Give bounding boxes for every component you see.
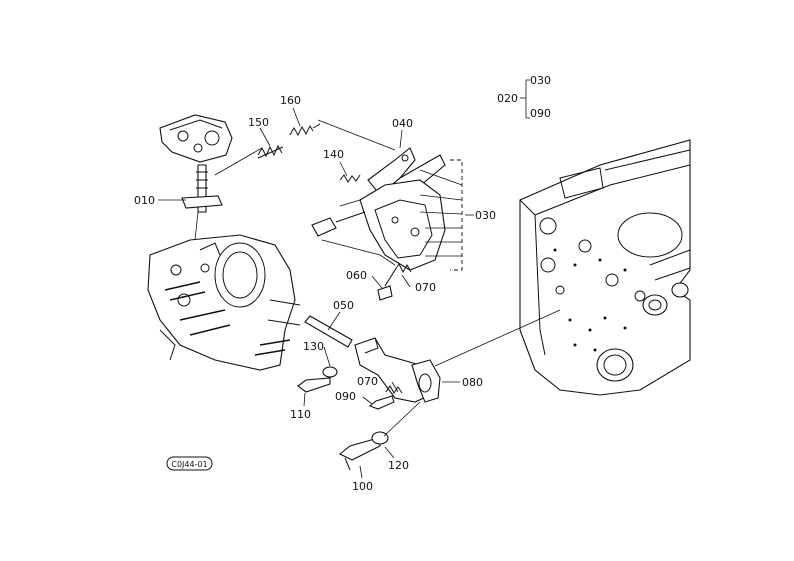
callout-090-top: 090 xyxy=(530,107,551,120)
callout-030-top: 030 xyxy=(530,74,551,87)
engine-block xyxy=(519,139,691,396)
callout-100: 100 xyxy=(352,480,373,493)
part-080-bracket xyxy=(354,337,441,403)
part-100-bolt xyxy=(338,437,381,471)
callout-labels: 020 030 090 160 150 040 140 010 030 060 … xyxy=(134,74,551,493)
callout-140: 140 xyxy=(323,148,344,161)
drawing-number-stamp: C0J44-01 xyxy=(166,456,213,471)
callout-080: 080 xyxy=(462,376,483,389)
stamp-text: C0J44-01 xyxy=(171,460,207,469)
callout-010: 010 xyxy=(134,194,155,207)
part-130-washer xyxy=(322,366,338,378)
callout-020: 020 xyxy=(497,92,518,105)
callout-060: 060 xyxy=(346,269,367,282)
gear-case-housing xyxy=(147,234,301,371)
callout-070-lower: 070 xyxy=(357,375,378,388)
leader-lines xyxy=(158,79,561,479)
callout-030: 030 xyxy=(475,209,496,222)
part-120-washer xyxy=(371,431,389,445)
callout-120: 120 xyxy=(388,459,409,472)
part-070-spring-lower xyxy=(385,385,403,394)
part-110-bolt xyxy=(297,377,331,393)
part-060-bolt xyxy=(377,269,396,301)
part-030-plate xyxy=(311,179,446,271)
part-010-governor-housing xyxy=(159,114,233,213)
callout-150: 150 xyxy=(248,116,269,129)
bracket-030 xyxy=(450,159,463,271)
callout-160: 160 xyxy=(280,94,301,107)
part-070-spring-upper xyxy=(394,263,412,274)
part-160-spring xyxy=(289,123,321,137)
callout-090: 090 xyxy=(335,390,356,403)
callout-070-upper: 070 xyxy=(415,281,436,294)
callout-110: 110 xyxy=(290,408,311,421)
part-140-spring xyxy=(339,174,361,183)
part-090-bolt xyxy=(368,395,395,410)
callout-130: 130 xyxy=(303,340,324,353)
callout-050: 050 xyxy=(333,299,354,312)
part-050-shaft xyxy=(304,315,353,348)
callout-040: 040 xyxy=(392,117,413,130)
